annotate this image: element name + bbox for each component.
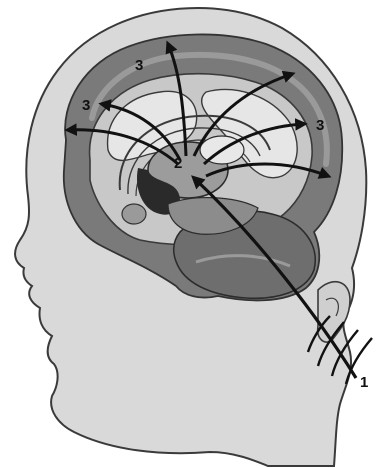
label-cortex-top-left: 3 (82, 97, 90, 114)
label-sound-source: 1 (360, 374, 368, 391)
label-relay-center: 2 (174, 155, 182, 172)
brainstem-top (122, 204, 146, 224)
label-cortex-right: 3 (316, 117, 324, 134)
label-cortex-top-center: 3 (135, 57, 143, 74)
